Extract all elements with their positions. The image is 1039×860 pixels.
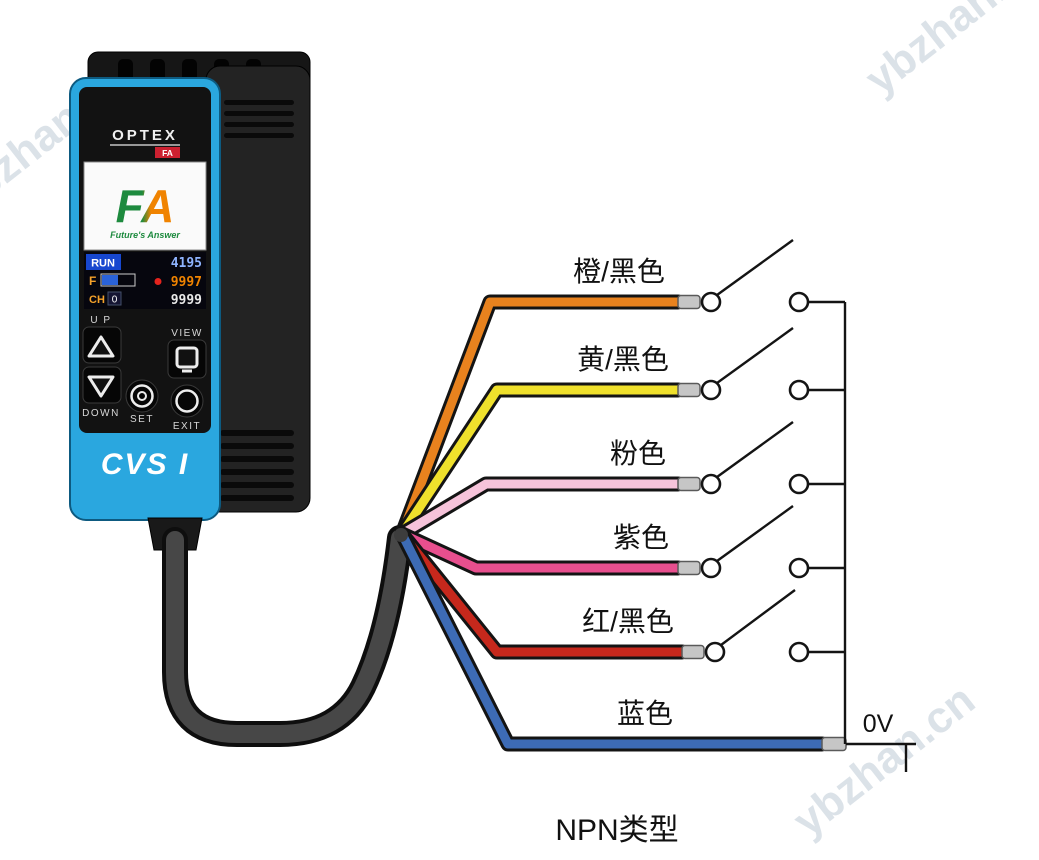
lcd-dot-icon — [154, 278, 162, 285]
main-cable — [162, 525, 413, 747]
wire-ferrule — [677, 476, 701, 492]
switch-contact-left — [700, 473, 722, 495]
wire-label-purple: 紫色 — [613, 522, 669, 553]
cable-junction — [394, 528, 408, 542]
set-knob-center-icon — [137, 391, 147, 401]
lcd-run-label: RUN — [91, 258, 115, 270]
wire-label-blue: 蓝色 — [617, 698, 673, 729]
wire-label-red-black: 红/黑色 — [582, 606, 674, 637]
cable-outline — [162, 525, 413, 747]
wire-label-orange-black: 橙/黑色 — [573, 256, 665, 287]
down-button-label: DOWN — [82, 408, 120, 419]
wire-labels: 橙/黑色 黄/黑色 粉色 紫色 红/黑色 蓝色 — [573, 256, 674, 729]
wire-purple — [394, 526, 701, 576]
switch-contact-left — [704, 641, 726, 663]
up-button-label: U P — [90, 315, 111, 326]
exit-button-label: EXIT — [173, 421, 201, 432]
wire-pink — [394, 476, 701, 542]
lcd-ch-box — [107, 291, 122, 306]
lcd-ch-label: CH — [89, 294, 105, 306]
device-screen — [83, 161, 207, 251]
switch-contact-left — [700, 557, 722, 579]
switch-contact-right — [788, 641, 810, 663]
up-arrow-icon — [87, 335, 115, 358]
view-screen-icon — [175, 346, 199, 369]
side-bottom-vents — [220, 430, 294, 501]
watermark-top-right: ybzhan.cn — [856, 0, 1039, 104]
wire-ferrule — [681, 644, 705, 660]
lcd-f-bar-fill — [102, 275, 118, 285]
wire-orange-black — [394, 294, 701, 542]
sensor-device: OPTEX FA FA Future's Answer RUN 4195 F 9… — [69, 51, 311, 551]
switch-contact-left — [700, 291, 722, 313]
wire-yellow-black — [394, 382, 701, 542]
switch-lever-icon — [716, 327, 794, 384]
wire-ferrule — [677, 294, 701, 310]
wire-ferrule — [677, 382, 701, 398]
set-button-label: SET — [130, 414, 154, 425]
wire-blue — [394, 526, 847, 752]
lcd-ch-channel: 0 — [112, 295, 118, 306]
ground-voltage-label: 0V — [863, 710, 894, 738]
switch-lever-icon — [716, 421, 794, 478]
diagram-type-label: NPN类型 — [555, 814, 678, 847]
wire-label-pink: 粉色 — [610, 438, 666, 469]
fa-logo-tagline: Future's Answer — [110, 230, 180, 240]
cable-core — [166, 529, 409, 743]
switch-contact-left — [700, 379, 722, 401]
wire-ferrule — [677, 560, 701, 576]
switch-lever-icon — [720, 589, 796, 646]
brand-fa-tag — [155, 147, 180, 158]
side-top-vents — [224, 100, 294, 138]
switch-contact-right — [788, 473, 810, 495]
lcd-run-value: 4195 — [171, 256, 202, 271]
switch-lever-icon — [716, 505, 794, 562]
view-button-label: VIEW — [171, 328, 203, 339]
wire-red-black — [394, 526, 705, 660]
lcd-f-value: 9997 — [171, 275, 202, 290]
switch-contact-right — [788, 557, 810, 579]
down-arrow-icon — [87, 375, 115, 398]
exit-circle-icon — [175, 389, 199, 413]
fa-logo: FA — [116, 180, 175, 232]
switch-symbols — [700, 239, 916, 772]
switch-contact-right — [788, 379, 810, 401]
watermark-bottom-right: ybzhan.cn — [784, 675, 984, 846]
set-knob-icon — [130, 384, 154, 408]
brand-text: OPTEX — [112, 127, 178, 144]
switch-contact-right — [788, 291, 810, 313]
brand-fa-text: FA — [162, 148, 173, 158]
switch-lever-icon — [716, 239, 794, 296]
wire-label-yellow-black: 黄/黑色 — [577, 344, 669, 375]
lcd-ch-value: 9999 — [171, 293, 202, 308]
wire-ferrule — [821, 736, 847, 752]
lcd-f-label: F — [89, 274, 96, 288]
model-name: CVS I — [101, 448, 189, 481]
lcd-run-highlight — [86, 254, 121, 270]
